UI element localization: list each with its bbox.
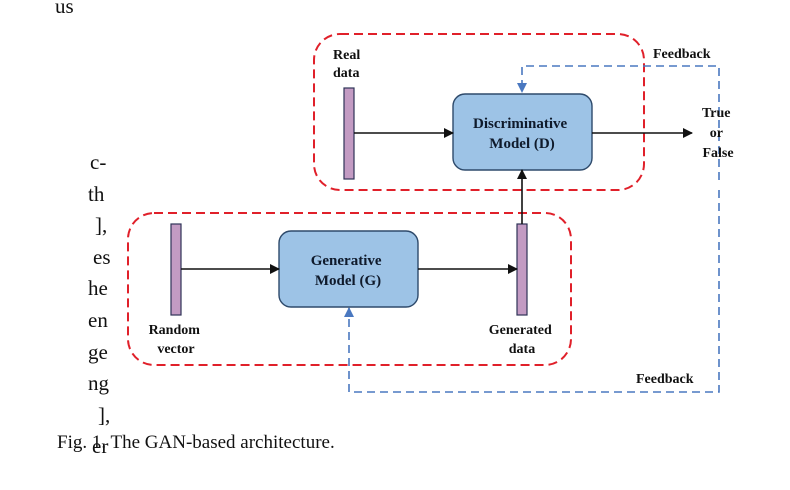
discriminator-box	[452, 93, 593, 171]
generator-box	[278, 230, 419, 308]
random-vector-bar	[170, 223, 182, 316]
random-vector-label: Random vector	[149, 323, 204, 357]
text-fragment: he	[88, 276, 108, 300]
feedback-top-path	[517, 65, 720, 180]
text-fragment: us	[55, 0, 74, 18]
text-fragment: ],	[95, 213, 108, 237]
text-fragment: en	[88, 308, 108, 332]
text-fragment: ng	[88, 371, 109, 395]
text-fragment: c-	[90, 150, 107, 174]
generated-data-bar	[516, 223, 528, 316]
discriminator-group-box	[313, 33, 645, 191]
generator-label: Generative Model (G)	[311, 253, 386, 289]
feedback-top-label: Feedback	[653, 47, 711, 62]
generated-data-label: Generated data	[489, 323, 555, 357]
text-fragment: ge	[88, 340, 108, 364]
text-fragment: es	[93, 245, 111, 269]
feedback-bottom-label: Feedback	[636, 372, 694, 387]
output-label: True or False	[702, 106, 734, 161]
text-fragment: th	[88, 182, 105, 206]
generator-group-box	[127, 212, 572, 366]
discriminator-label: Discriminative Model (D)	[473, 116, 571, 152]
real-data-bar	[343, 87, 355, 180]
real-data-label: Real data	[333, 48, 364, 81]
text-fragment: ],	[98, 403, 111, 427]
feedback-bottom-path	[344, 190, 720, 393]
text-fragment: er	[92, 434, 109, 458]
figure-caption: Fig. 1. The GAN-based architecture.	[57, 432, 335, 453]
